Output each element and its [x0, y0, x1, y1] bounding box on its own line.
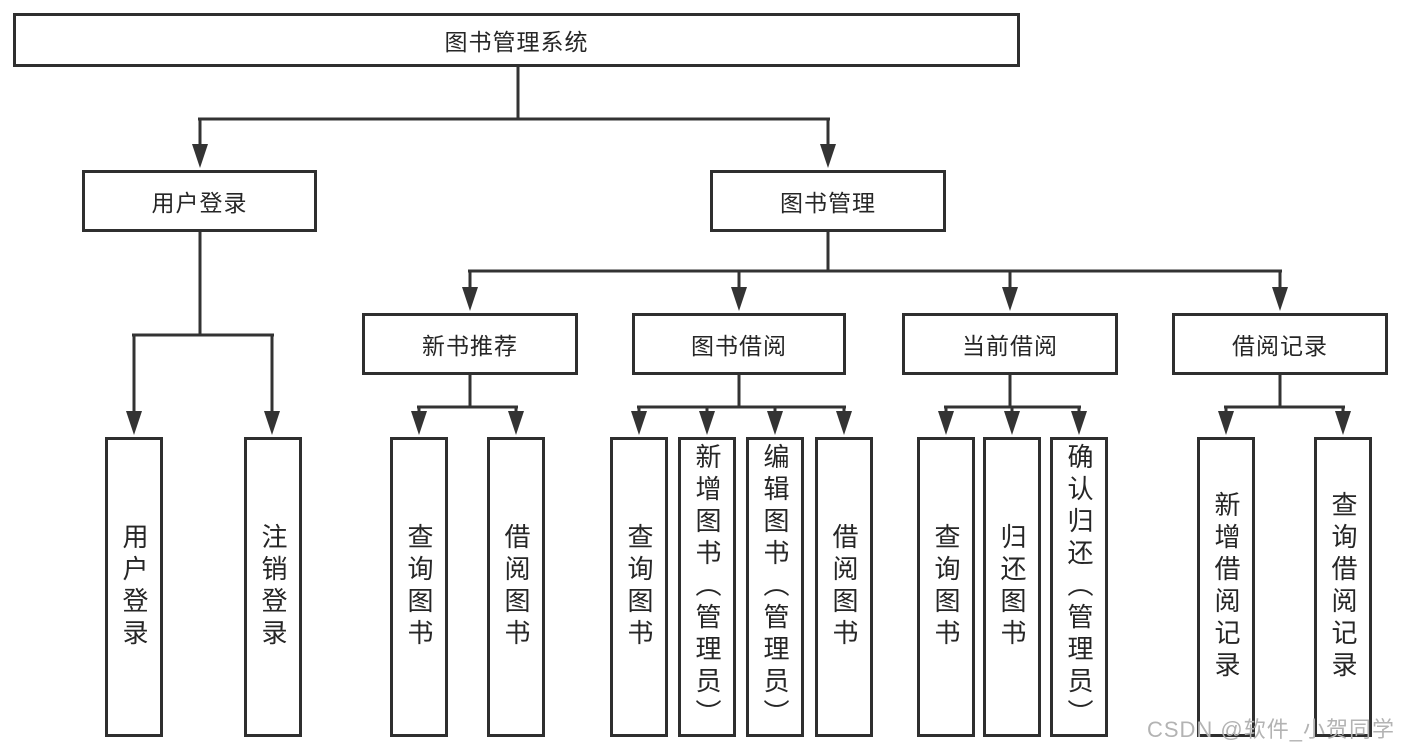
- leaf-edit-books-admin: 编辑图书（管理员）: [746, 437, 804, 737]
- leaf-user-login: 用户登录: [105, 437, 163, 737]
- leaf-query-books-current: 查询图书: [917, 437, 975, 737]
- leaf-logout: 注销登录: [244, 437, 302, 737]
- leaf-add-books-admin: 新增图书（管理员）: [678, 437, 736, 737]
- node-new-book-recommendation: 新书推荐: [362, 313, 578, 375]
- leaf-confirm-return-admin: 确认归还（管理员）: [1050, 437, 1108, 737]
- node-current-borrowing: 当前借阅: [902, 313, 1118, 375]
- leaf-query-books-recommend: 查询图书: [390, 437, 448, 737]
- node-library-management-system: 图书管理系统: [13, 13, 1020, 67]
- leaf-add-borrow-record: 新增借阅记录: [1197, 437, 1255, 737]
- leaf-return-books: 归还图书: [983, 437, 1041, 737]
- leaf-borrow-books-borrowing: 借阅图书: [815, 437, 873, 737]
- node-book-management: 图书管理: [710, 170, 946, 232]
- node-book-borrowing: 图书借阅: [632, 313, 846, 375]
- leaf-query-borrow-record: 查询借阅记录: [1314, 437, 1372, 737]
- node-borrowing-records: 借阅记录: [1172, 313, 1388, 375]
- csdn-watermark: CSDN @软件_小贺同学: [1146, 717, 1395, 742]
- leaf-query-books-borrowing: 查询图书: [610, 437, 668, 737]
- leaf-borrow-books-recommend: 借阅图书: [487, 437, 545, 737]
- node-user-login: 用户登录: [82, 170, 317, 232]
